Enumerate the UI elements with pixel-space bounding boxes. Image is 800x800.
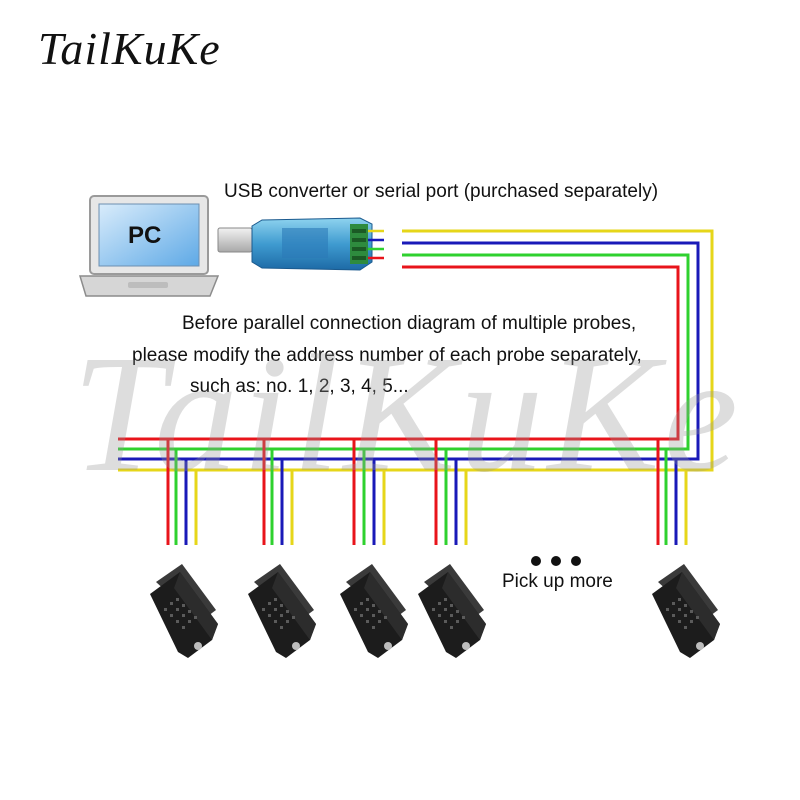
note-line-3: such as: no. 1, 2, 3, 4, 5... [190, 376, 409, 397]
usb-converter-label: USB converter or serial port (purchased … [224, 181, 659, 202]
probe-2-icon [248, 564, 316, 658]
probe-4-icon [418, 564, 486, 658]
usb-converter-icon [217, 217, 373, 271]
laptop-icon [78, 195, 220, 297]
more-dots-icon [531, 556, 581, 566]
probe-5-icon [652, 564, 720, 658]
note-line-1: Before parallel connection diagram of mu… [182, 313, 637, 334]
pc-label: PC [128, 222, 161, 249]
probe-3-icon [340, 564, 408, 658]
note-line-2: please modify the address number of each… [132, 345, 642, 366]
probe-1-icon [150, 564, 218, 658]
brand-logo: TailKuKe [38, 23, 221, 74]
pick-up-more-label: Pick up more [502, 571, 613, 592]
